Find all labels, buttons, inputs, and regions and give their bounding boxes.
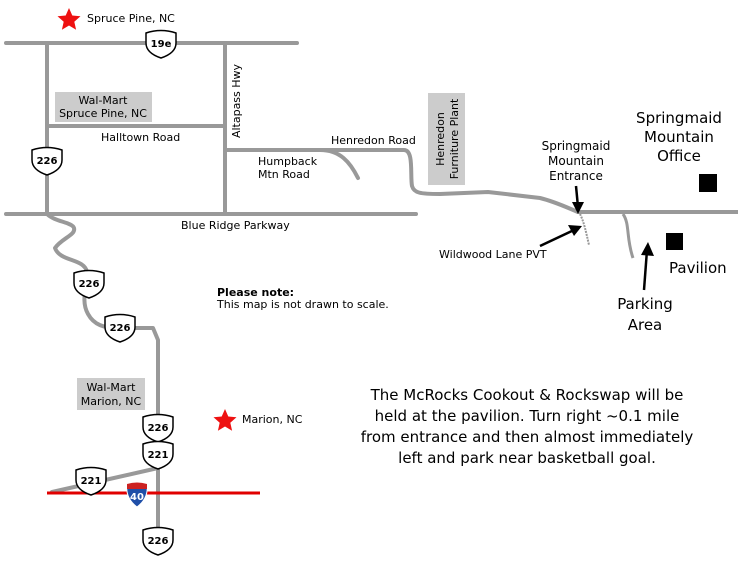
scale-note-heading: Please note: [217,286,295,299]
walmart-marion-box [77,378,145,410]
altapass-hwy-label: Altapass Hwy [230,63,243,138]
marion-label: Marion, NC [242,413,303,426]
office-line2: Mountain [644,128,714,146]
spruce-pine-label: Spruce Pine, NC [87,12,175,25]
pavilion-label: Pavilion [669,259,727,277]
arrows [539,185,654,291]
henredon-plant-line1: Henredon [434,112,447,166]
us226-shield-bend: 226 [104,313,136,343]
parking-line2: Area [628,316,663,334]
us226-shield-number: 226 [110,323,131,334]
us226-shield-number: 226 [79,279,100,290]
entrance-line2: Mountain [548,154,604,168]
wildwood-arrow-icon [539,228,575,248]
humpback-line2: Mtn Road [258,168,310,181]
humpback-line1: Humpback [258,155,318,168]
wildwood-lane-label: Wildwood Lane PVT [439,248,547,261]
pavilion-marker-icon [666,233,683,250]
us226-shield-south: 226 [142,526,174,556]
us19e-shield: 19e [145,29,177,59]
directions-line2: held at the pavilion. Turn right ~0.1 mi… [374,407,680,425]
office-marker-icon [699,174,717,192]
us226-shield-marion: 226 [142,413,174,443]
henredon-plant-box [428,93,465,185]
us-shield-icon [142,413,174,443]
scale-note-body: This map is not drawn to scale. [217,298,389,311]
road-network [4,41,738,550]
walmart-spruce-line1: Wal-Mart [78,94,128,107]
us-shield-icon [145,29,177,59]
entrance-line3: Entrance [549,169,603,183]
blue-ridge-parkway-label: Blue Ridge Parkway [181,219,290,232]
walmart-marion-line1: Wal-Mart [86,381,136,394]
us-shield-icon [142,526,174,556]
us19e-shield-number: 19e [151,39,172,50]
us226-shield-number: 226 [37,156,58,167]
us226-shield-north: 226 [31,146,63,176]
walmart-spruce-line2: Spruce Pine, NC [59,107,147,120]
us221-shield-number: 221 [148,450,169,461]
parking-arrow-icon [642,249,649,291]
henredon-road-label: Henredon Road [331,134,416,147]
marion-star-icon [213,409,237,431]
walmart-marion-line2: Marion, NC [81,395,142,408]
us226-shield-curve: 226 [73,269,105,299]
us-shield-icon [75,466,107,496]
us221-shield-number: 221 [81,476,102,487]
i40-shield: 40 [126,482,148,508]
henredon-plant-line2: Furniture Plant [448,98,461,179]
office-line3: Office [657,147,701,165]
us-shield-icon [142,440,174,470]
us226-shield-number: 226 [148,536,169,547]
parking-line1: Parking [617,295,673,313]
directions-note: The McRocks Cookout & Rockswap will be h… [342,385,712,469]
road-us226-south [45,212,160,550]
road-henredon [319,148,580,214]
us226-shield-number: 226 [148,423,169,434]
i40-shield-number: 40 [130,492,144,503]
us-shield-icon [73,269,105,299]
parking-road [621,213,635,259]
halltown-road-label: Halltown Road [101,131,180,144]
office-line1: Springmaid [636,109,722,127]
entrance-line1: Springmaid [542,139,611,153]
directions-line4: left and park near basketball goal. [398,449,656,467]
directions-line1: The McRocks Cookout & Rockswap will be [370,386,684,404]
directions-line3: from entrance and then almost immediatel… [360,428,694,446]
us221-shield-marion: 221 [142,440,174,470]
wildwood-lane [579,213,590,246]
spruce-pine-star-icon [57,8,81,30]
scale-note: Please note: This map is not drawn to sc… [217,287,389,311]
us-shield-icon [104,313,136,343]
us-shield-icon [31,146,63,176]
us221-shield-west: 221 [75,466,107,496]
walmart-spruce-box [55,92,152,122]
